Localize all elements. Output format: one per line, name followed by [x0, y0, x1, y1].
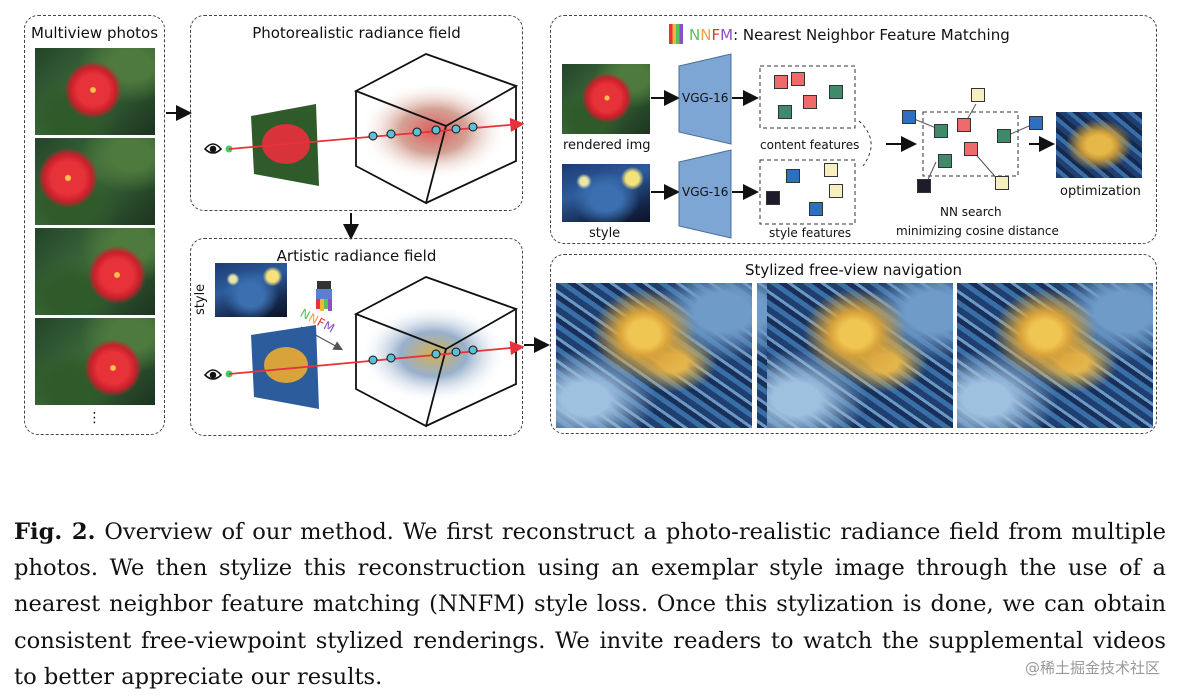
photorealistic-field-panel: Photorealistic radiance field: [190, 15, 524, 211]
nnfm-title-suffix: : Nearest Neighbor Feature Matching: [733, 26, 1010, 44]
style-image-thumbnail: [215, 263, 287, 317]
content-features-label: content features: [760, 138, 860, 152]
nnfm-title-prefix: NNFM: [689, 26, 734, 44]
nn-feature: [971, 88, 985, 102]
stylized-view-image: [251, 325, 319, 409]
cube-wireframe: [353, 276, 519, 428]
nn-feature: [917, 179, 931, 193]
stylized-view-3: [957, 283, 1153, 428]
nn-feature: [902, 110, 916, 124]
photo-stack: [35, 48, 155, 408]
nn-feature: [934, 124, 948, 138]
nn-feature: [997, 129, 1011, 143]
stylized-view-2: [757, 283, 953, 428]
nnfm-logo-icon: [669, 24, 683, 44]
artistic-field-diagram: [203, 276, 524, 428]
eye-icon: [203, 369, 223, 380]
nn-search-label: NN search: [940, 205, 1002, 219]
content-feature: [803, 95, 817, 109]
sample-points: [368, 345, 478, 365]
artistic-field-title: Artistic radiance field: [276, 247, 437, 265]
style-image-label: style: [589, 226, 621, 241]
content-feature: [774, 75, 788, 89]
eye-icon: [203, 143, 223, 154]
nn-search-box: [922, 111, 1019, 177]
nnfm-panel: NNFM: Nearest Neighbor Feature Matching …: [550, 15, 1157, 244]
cube-wireframe: [353, 53, 519, 205]
style-feature: [809, 202, 823, 216]
nnfm-brush-icon: [316, 281, 332, 311]
stylized-navigation-panel: Stylized free-view navigation: [550, 254, 1157, 434]
watermark: @稀土掘金技术社区: [1024, 659, 1160, 677]
nn-search-sublabel: minimizing cosine distance: [896, 224, 1059, 238]
content-feature: [829, 85, 843, 99]
style-features-label: style features: [769, 226, 852, 240]
content-feature: [791, 72, 805, 86]
nn-feature: [995, 176, 1009, 190]
caption-label: Fig. 2.: [14, 519, 96, 545]
multiview-photo: [35, 228, 155, 315]
optimized-output-image: [1056, 112, 1142, 178]
nn-feature: [938, 154, 952, 168]
method-overview-figure: Multiview photos ⋮ Photorealistic radian…: [24, 15, 1157, 436]
caption-text: Overview of our method. We first reconst…: [14, 519, 1166, 690]
nn-feature: [964, 142, 978, 156]
radiance-field-diagram: [203, 53, 524, 205]
style-feature: [786, 169, 800, 183]
photorealistic-field-title: Photorealistic radiance field: [252, 24, 461, 42]
style-feature: [766, 191, 780, 205]
vgg-block-content: [678, 53, 732, 145]
style-features-box: [759, 159, 856, 225]
vgg-label-style: VGG-16: [682, 185, 729, 199]
sample-points: [368, 122, 478, 141]
multiview-photos-title: Multiview photos: [30, 24, 159, 42]
style-feature: [829, 184, 843, 198]
nn-feature: [957, 118, 971, 132]
optimization-label: optimization: [1060, 184, 1141, 199]
style-image: [562, 164, 650, 222]
stylized-view-1: [556, 283, 752, 428]
more-photos-ellipsis: ⋮: [87, 410, 102, 426]
multiview-photos-panel: Multiview photos ⋮: [24, 15, 165, 435]
nn-feature: [1029, 116, 1043, 130]
style-feature: [824, 163, 838, 177]
vgg-block-style: [678, 149, 732, 239]
rendered-img-label: rendered img: [563, 138, 651, 153]
rendered-image: [562, 64, 650, 134]
connector-arrows: [166, 105, 550, 353]
content-feature: [778, 105, 792, 119]
multiview-photo: [35, 318, 155, 405]
multiview-photo: [35, 138, 155, 225]
multiview-photo: [35, 48, 155, 135]
vgg-label-content: VGG-16: [682, 91, 729, 105]
content-features-box: [759, 65, 856, 129]
stylized-navigation-title: Stylized free-view navigation: [744, 261, 963, 279]
artistic-field-panel: Artistic radiance field style: [190, 238, 524, 436]
figure-caption: Fig. 2. Overview of our method. We first…: [14, 514, 1166, 695]
nnfm-title: NNFM: Nearest Neighbor Feature Matching: [669, 24, 1010, 44]
